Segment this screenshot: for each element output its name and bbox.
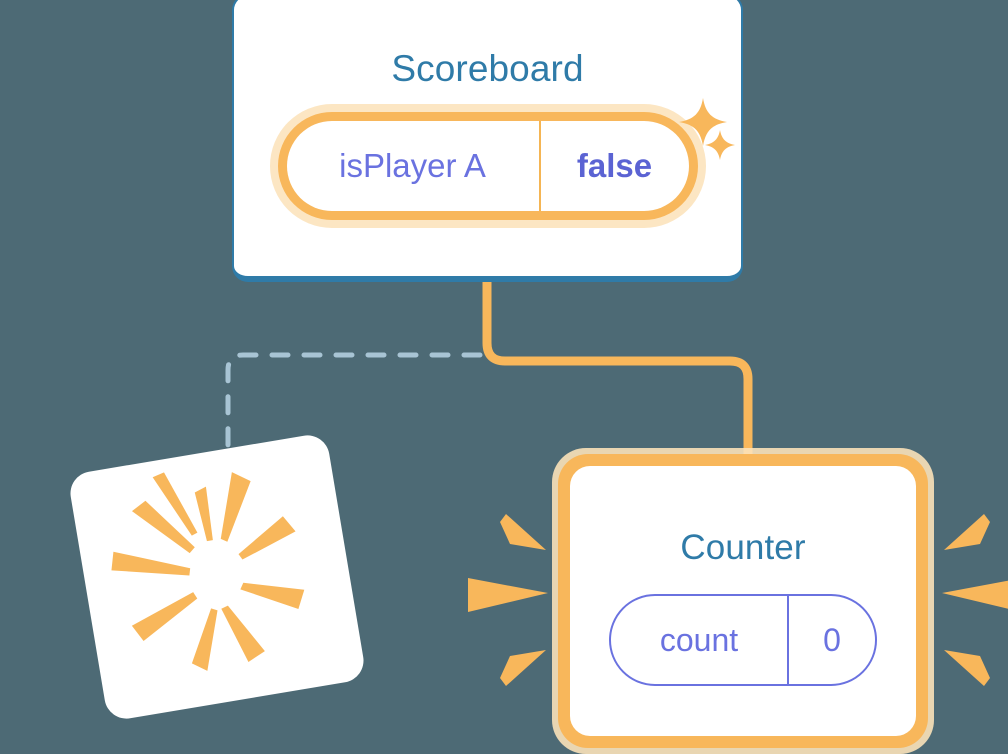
counter-body: Counter count 0 <box>570 466 916 736</box>
connector-scoreboard-to-flash-card <box>225 352 483 471</box>
scoreboard-title: Scoreboard <box>391 48 584 89</box>
pill-divider <box>538 121 541 211</box>
counter-title: Counter <box>680 528 806 567</box>
counter-state-pill[interactable]: count 0 <box>609 594 877 686</box>
pill-divider <box>787 596 789 684</box>
node-flash-card[interactable] <box>67 432 367 722</box>
node-scoreboard[interactable]: Scoreboard isPlayer A false <box>232 0 743 282</box>
connector-scoreboard-to-counter <box>482 282 753 470</box>
scoreboard-state-pill[interactable]: isPlayer A false <box>269 104 706 228</box>
pill-body: isPlayer A false <box>286 121 689 211</box>
counter-state-value: 0 <box>823 621 841 658</box>
scoreboard-state-key: isPlayer A <box>339 147 486 184</box>
node-counter[interactable]: Counter count 0 <box>552 448 934 754</box>
counter-state-key: count <box>659 621 739 658</box>
scoreboard-state-value: false <box>576 147 653 184</box>
